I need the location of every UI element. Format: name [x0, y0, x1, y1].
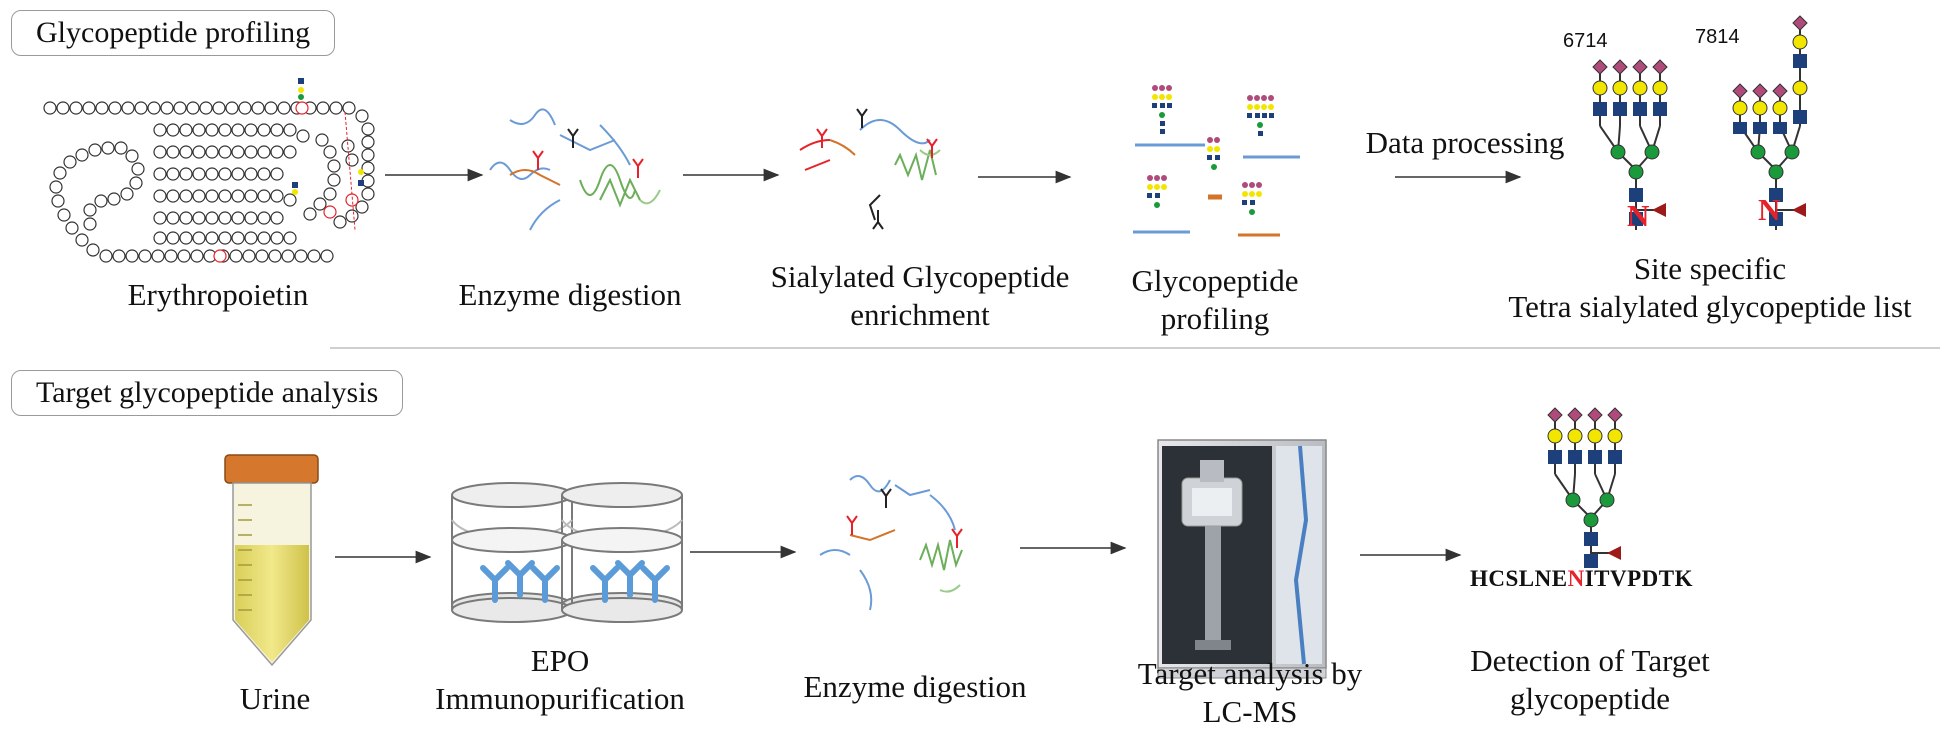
label-target-analysis-lcms: Target analysis by LC-MS [1137, 656, 1363, 729]
lc-ms-instrument-icon [1157, 439, 1327, 679]
target-glycan-icon [1547, 407, 1623, 568]
bottom-glycan-y-icon [846, 488, 963, 548]
label-sialylated-enrichment: Sialylated Glycopeptide enrichment [770, 259, 1070, 332]
peptide-glycosite: N [1567, 566, 1585, 591]
epo-glycan-marker-icon [292, 78, 364, 195]
bottom-peptide-fragments-icon [819, 475, 963, 611]
enriched-glycopeptides-icon [799, 119, 941, 221]
glycan-y-icon [532, 128, 644, 178]
site-n-2: N [1758, 192, 1781, 227]
label-site-specific-list: Site specific Tetra sialylated glycopept… [1508, 251, 1912, 324]
glycan-id-7814: 7814 [1695, 26, 1740, 48]
label-enzyme-digestion-bottom: Enzyme digestion [803, 669, 1027, 704]
tetra-sialylated-glycan-7814-icon [1732, 15, 1808, 230]
glycan-id-6714: 6714 [1563, 30, 1608, 52]
label-enzyme-digestion-top: Enzyme digestion [458, 277, 682, 312]
section-title-profiling: Glycopeptide profiling [11, 10, 336, 56]
antibody-icon [480, 560, 670, 603]
urine-tube-icon [224, 454, 319, 667]
label-urine: Urine [239, 681, 311, 716]
erythropoietin-structure-icon [43, 101, 375, 263]
profiling-glycans-icon [1133, 85, 1300, 237]
label-detection-target: Detection of Target glycopeptide [1470, 643, 1710, 716]
label-data-processing: Data processing [1365, 125, 1565, 160]
site-n-1: N [1627, 198, 1650, 233]
section-title-target: Target glycopeptide analysis [11, 370, 404, 416]
label-epo-immunopurification: EPO Immunopurification [435, 643, 685, 716]
label-glycopeptide-profiling: Glycopeptide profiling [1131, 263, 1299, 336]
label-erythropoietin: Erythropoietin [127, 277, 309, 312]
target-peptide-sequence: HCSLNENITVPDTK [1470, 566, 1694, 591]
tetra-sialylated-glycan-6714-icon [1592, 59, 1668, 230]
immunopurification-wells-icon [451, 482, 683, 623]
enriched-glycan-y-icon [816, 108, 938, 230]
peptide-fragments-icon [489, 108, 661, 231]
